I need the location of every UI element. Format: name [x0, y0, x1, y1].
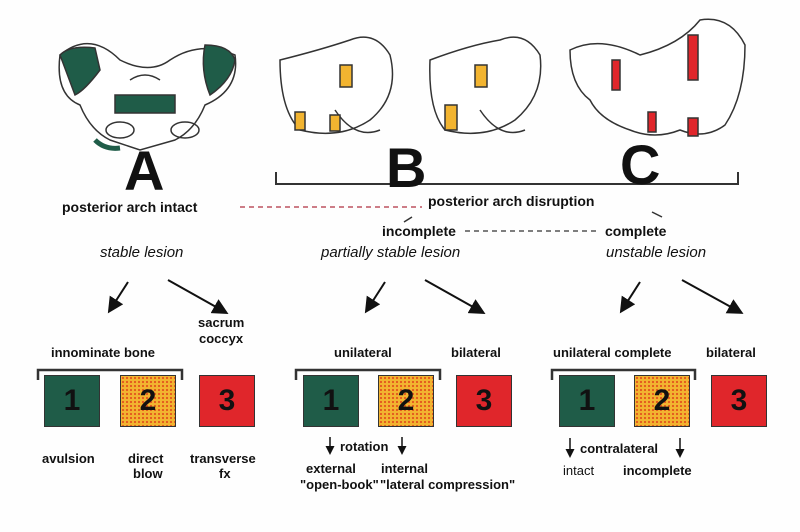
type-a1-box: 1 — [44, 375, 100, 427]
tick-complete — [651, 211, 663, 218]
posterior-disruption-label: posterior arch disruption — [428, 193, 595, 209]
unilateral-b-label: unilateral — [334, 345, 392, 360]
arrow-c-left — [619, 281, 641, 314]
bilateral-b-label: bilateral — [451, 345, 501, 360]
arrow-b-left — [364, 281, 386, 314]
branch-arrows — [107, 279, 744, 314]
lateral-compression-label: "lateral compression" — [380, 477, 516, 492]
open-book-label: "open-book" — [300, 477, 379, 492]
type-a3-box: 3 — [199, 375, 255, 427]
type-c3-box: 3 — [711, 375, 767, 427]
pelvis-a-illustration — [58, 42, 237, 151]
arrow-b-right — [424, 279, 486, 314]
bc-bracket — [275, 172, 739, 185]
intact-label: intact — [563, 463, 595, 478]
posterior-intact-label: posterior arch intact — [62, 199, 198, 215]
rotation-label: rotation — [340, 439, 389, 454]
arrow-a-right — [167, 279, 229, 314]
bracket-c — [550, 368, 697, 380]
incomplete-label: incomplete — [382, 223, 456, 239]
type-b-letter: B — [386, 136, 427, 199]
pelvis-c-illustration — [569, 18, 746, 137]
unstable-lesion-label: unstable lesion — [606, 244, 707, 261]
bilateral-c-label: bilateral — [706, 345, 756, 360]
type-c-letter: C — [620, 133, 661, 196]
bracket-b — [294, 368, 442, 380]
direct-label: direct — [128, 451, 164, 466]
coccyx-label: coccyx — [199, 331, 244, 346]
fx-label: fx — [219, 466, 231, 481]
contralateral-label: contralateral — [580, 441, 659, 456]
innominate-label: innominate bone — [51, 345, 155, 360]
bracket-a — [36, 368, 184, 380]
arrow-a-left — [107, 281, 129, 314]
internal-label: internal — [381, 461, 428, 476]
unilateral-complete-label: unilateral complete — [553, 345, 672, 360]
type-a-letter: A — [124, 139, 165, 202]
type-a2-box: 2 — [120, 375, 176, 427]
tick-incomplete — [403, 216, 413, 223]
type-c2-box: 2 — [634, 375, 690, 427]
complete-label: complete — [605, 223, 667, 239]
transverse-label: transverse — [190, 451, 256, 466]
type-b1-box: 1 — [303, 375, 359, 427]
stable-lesion-label: stable lesion — [100, 244, 184, 261]
blow-label: blow — [133, 466, 163, 481]
external-label: external — [306, 461, 356, 476]
type-b3-box: 3 — [456, 375, 512, 427]
avulsion-label: avulsion — [42, 451, 95, 466]
partially-stable-label: partially stable lesion — [321, 244, 461, 261]
type-c1-box: 1 — [559, 375, 615, 427]
pelvis-b-illustration — [279, 36, 542, 135]
incomplete-c-label: incomplete — [623, 463, 692, 478]
arrow-c-right — [681, 279, 744, 314]
sacrum-label: sacrum — [198, 315, 245, 330]
type-b2-box: 2 — [378, 375, 434, 427]
